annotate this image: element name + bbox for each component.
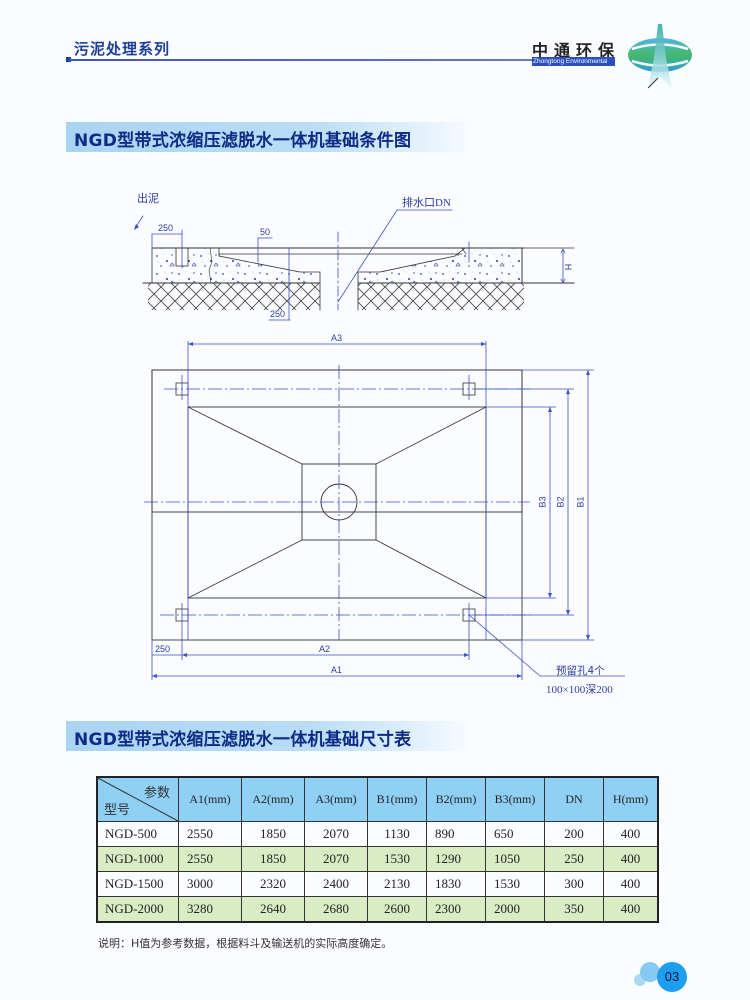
model-cell: NGD-2000 (96, 896, 179, 923)
value-cell: 1830 (426, 871, 486, 897)
value-cell: 3000 (178, 871, 242, 897)
dim-250-plan: 250 (155, 644, 171, 654)
value-cell: 1850 (241, 821, 305, 847)
page-number: 03 (657, 962, 687, 992)
table-row: NGD-1500 3000 2320 2400 2130 1830 1530 3… (96, 871, 659, 897)
corner-header: 参数 型号 (96, 776, 179, 822)
value-cell: 350 (544, 896, 604, 923)
table-row: NGD-2000 3280 2640 2680 2600 2300 2000 3… (96, 896, 659, 923)
value-cell: 2130 (367, 871, 427, 897)
value-cell: 1130 (367, 821, 427, 847)
dim-h: H (563, 263, 574, 271)
plan-view (144, 341, 625, 680)
dim-a2: A2 (319, 644, 331, 654)
section-title-text: NGD型带式浓缩压滤脱水一体机基础条件图 (74, 131, 412, 151)
value-cell: 1290 (426, 846, 486, 872)
hole-note-size: 100×100深200 (546, 684, 613, 696)
series-title: 污泥处理系列 (74, 40, 171, 58)
value-cell: 2000 (485, 896, 545, 923)
table-row: NGD-500 2550 1850 2070 1130 890 650 200 … (96, 821, 659, 847)
dim-b2: B2 (555, 496, 566, 508)
column-header: A1(mm) (178, 776, 242, 822)
value-cell: 200 (544, 821, 604, 847)
value-cell: 250 (544, 846, 604, 872)
model-cell: NGD-500 (96, 821, 179, 847)
dim-a3: A3 (331, 333, 343, 343)
value-cell: 1850 (241, 846, 305, 872)
column-header: B2(mm) (426, 776, 486, 822)
value-cell: 400 (603, 846, 659, 872)
header-divider (68, 59, 598, 61)
dim-a1: A1 (331, 665, 343, 675)
section-title-text: NGD型带式浓缩压滤脱水一体机基础尺寸表 (74, 730, 412, 750)
column-header: DN (544, 776, 604, 822)
model-cell: NGD-1000 (96, 846, 179, 872)
column-header: A2(mm) (241, 776, 305, 822)
column-header: B1(mm) (367, 776, 427, 822)
column-header: A3(mm) (304, 776, 368, 822)
section-view (134, 209, 575, 321)
dim-b3: B3 (537, 496, 548, 508)
table-header-row: 参数 型号 A1(mm) A2(mm) A3(mm) B1(mm) B2(mm)… (96, 776, 659, 822)
dimension-table: 参数 型号 A1(mm) A2(mm) A3(mm) B1(mm) B2(mm)… (96, 776, 659, 923)
value-cell: 1530 (367, 846, 427, 872)
zhongtong-logo-icon (628, 24, 692, 89)
sludge-out-label: 出泥 (137, 192, 159, 205)
dim-250-top: 250 (158, 223, 174, 233)
drain-outlet-label: 排水口DN (402, 197, 451, 209)
dim-50: 50 (260, 227, 271, 237)
table-row: NGD-1000 2550 1850 2070 1530 1290 1050 2… (96, 846, 659, 872)
dim-250-bottom: 250 (270, 309, 286, 319)
section-title-dimension-table: NGD型带式浓缩压滤脱水一体机基础尺寸表 (66, 721, 476, 751)
footnote: 说明：H值为参考数据，根据料斗及输送机的实际高度确定。 (98, 937, 393, 950)
corner-label-params: 参数 (143, 786, 170, 801)
page-bubbles-decoration (634, 962, 660, 986)
value-cell: 2070 (304, 846, 368, 872)
value-cell: 400 (603, 871, 659, 897)
value-cell: 2680 (304, 896, 368, 923)
value-cell: 2300 (426, 896, 486, 923)
corner-label-model: 型号 (104, 803, 131, 818)
section-title-foundation-drawing: NGD型带式浓缩压滤脱水一体机基础条件图 (66, 122, 476, 152)
value-cell: 400 (603, 821, 659, 847)
value-cell: 2600 (367, 896, 427, 923)
value-cell: 2070 (304, 821, 368, 847)
value-cell: 3280 (178, 896, 242, 923)
value-cell: 890 (426, 821, 486, 847)
value-cell: 650 (485, 821, 545, 847)
foundation-drawing (134, 209, 625, 680)
value-cell: 400 (603, 896, 659, 923)
column-header: H(mm) (603, 776, 659, 822)
value-cell: 2550 (178, 821, 242, 847)
brand-name-en: Zhongtong Environmental (532, 57, 615, 66)
model-cell: NGD-1500 (96, 871, 179, 897)
value-cell: 2640 (241, 896, 305, 923)
brand-name-cn: 中通环保 (532, 41, 621, 60)
value-cell: 2320 (241, 871, 305, 897)
value-cell: 1050 (485, 846, 545, 872)
value-cell: 2400 (304, 871, 368, 897)
value-cell: 300 (544, 871, 604, 897)
hole-note-count: 预留孔4个 (556, 665, 605, 677)
column-header: B3(mm) (485, 776, 545, 822)
value-cell: 2550 (178, 846, 242, 872)
value-cell: 1530 (485, 871, 545, 897)
dim-b1: B1 (575, 496, 586, 508)
